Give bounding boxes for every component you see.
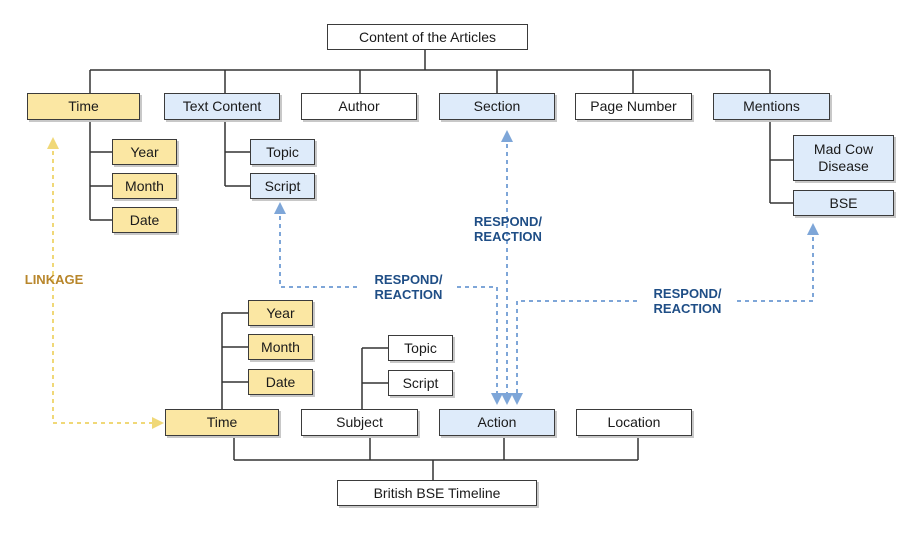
timeline-action-node: Action: [439, 409, 555, 436]
articles-tree-connectors: [89, 50, 793, 221]
respond-label-section: RESPOND/ REACTION: [474, 214, 542, 244]
articles-month-node: Month: [112, 173, 177, 199]
articles-page-number-node: Page Number: [575, 93, 692, 120]
linkage-arrow: [47, 137, 164, 429]
articles-root-node: Content of the Articles: [327, 24, 528, 50]
linkage-label: LINKAGE: [24, 272, 84, 287]
articles-mentions-node: Mentions: [713, 93, 830, 120]
timeline-time-node: Time: [165, 409, 279, 436]
articles-bse-node: BSE: [793, 190, 894, 216]
respond-arrows: [274, 130, 819, 405]
timeline-root-node: British BSE Timeline: [337, 480, 537, 506]
timeline-subject-node: Subject: [301, 409, 418, 436]
articles-year-node: Year: [112, 139, 177, 165]
articles-author-node: Author: [301, 93, 417, 120]
articles-time-node: Time: [27, 93, 140, 120]
timeline-script-node: Script: [388, 370, 453, 396]
articles-topic-node: Topic: [250, 139, 315, 165]
articles-date-node: Date: [112, 207, 177, 233]
timeline-date-node: Date: [248, 369, 313, 395]
timeline-topic-node: Topic: [388, 335, 453, 361]
articles-mad-cow-node: Mad Cow Disease: [793, 135, 894, 181]
timeline-year-node: Year: [248, 300, 313, 326]
respond-label-mentions: RESPOND/ REACTION: [640, 286, 735, 317]
respond-label-text-content: RESPOND/ REACTION: [361, 272, 456, 303]
articles-text-content-node: Text Content: [164, 93, 280, 120]
timeline-month-node: Month: [248, 334, 313, 360]
articles-section-node: Section: [439, 93, 555, 120]
articles-script-node: Script: [250, 173, 315, 199]
timeline-location-node: Location: [576, 409, 692, 436]
